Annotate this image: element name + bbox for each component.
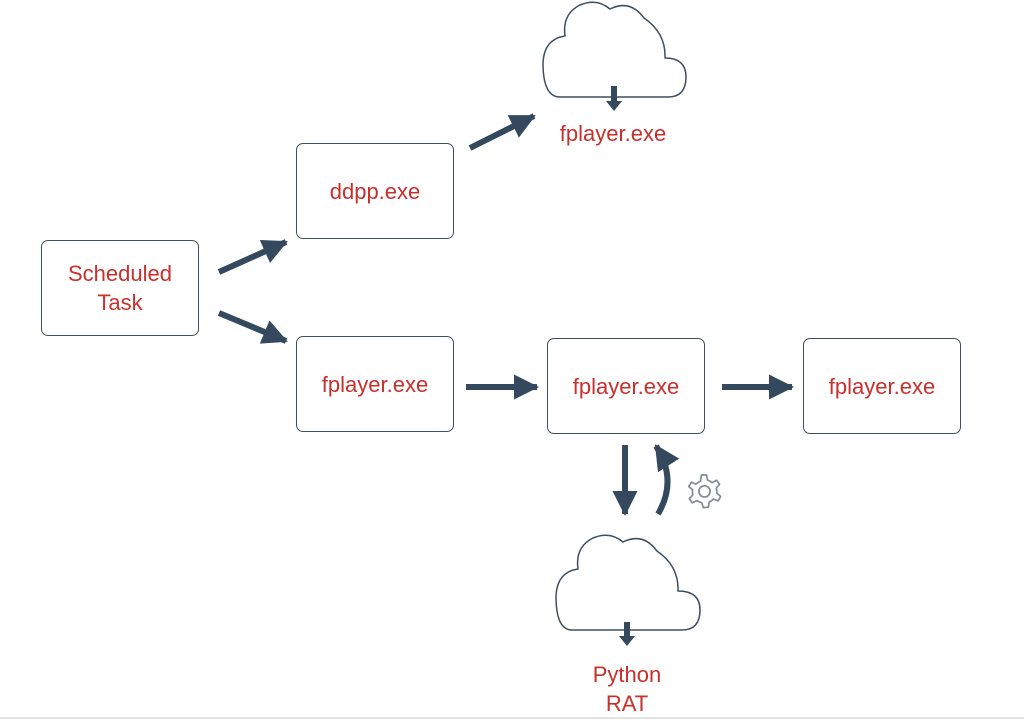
node-fplayer-1: fplayer.exe	[296, 336, 454, 432]
cloud-fplayer-label: fplayer.exe	[523, 119, 703, 148]
node-scheduled-task-label: Scheduled Task	[68, 259, 172, 317]
node-fplayer-1-label: fplayer.exe	[321, 371, 429, 397]
cloud-python-rat-line-1: Python	[592, 662, 662, 687]
node-ddpp-label: ddpp.exe	[329, 178, 421, 204]
node-fplayer-2-label: fplayer.exe	[572, 373, 680, 399]
cloud-python-rat-line-2: RAT	[605, 691, 649, 716]
cloud-fplayer-label-text: fplayer.exe	[559, 121, 667, 146]
node-ddpp: ddpp.exe	[296, 143, 454, 239]
node-scheduled-task-line-1: Scheduled	[68, 261, 172, 286]
arrow-ddpp-to-cloud-fplayer	[468, 113, 536, 151]
node-fplayer-3: fplayer.exe	[803, 338, 961, 434]
node-scheduled-task: Scheduled Task	[41, 240, 199, 336]
cloud-download-icon-bottom	[555, 534, 701, 646]
arrow-python-rat-to-fplayer-2	[653, 444, 680, 516]
cloud-download-icon	[542, 1, 687, 111]
arrow-scheduled-task-to-fplayer	[217, 310, 288, 344]
gear-icon	[687, 474, 722, 509]
bottom-divider	[0, 717, 1024, 719]
node-fplayer-3-label: fplayer.exe	[828, 373, 936, 399]
node-fplayer-2: fplayer.exe	[547, 338, 705, 434]
node-scheduled-task-line-2: Task	[97, 290, 143, 315]
cloud-python-rat-label: Python RAT	[537, 660, 717, 718]
arrow-scheduled-task-to-ddpp	[217, 239, 288, 275]
